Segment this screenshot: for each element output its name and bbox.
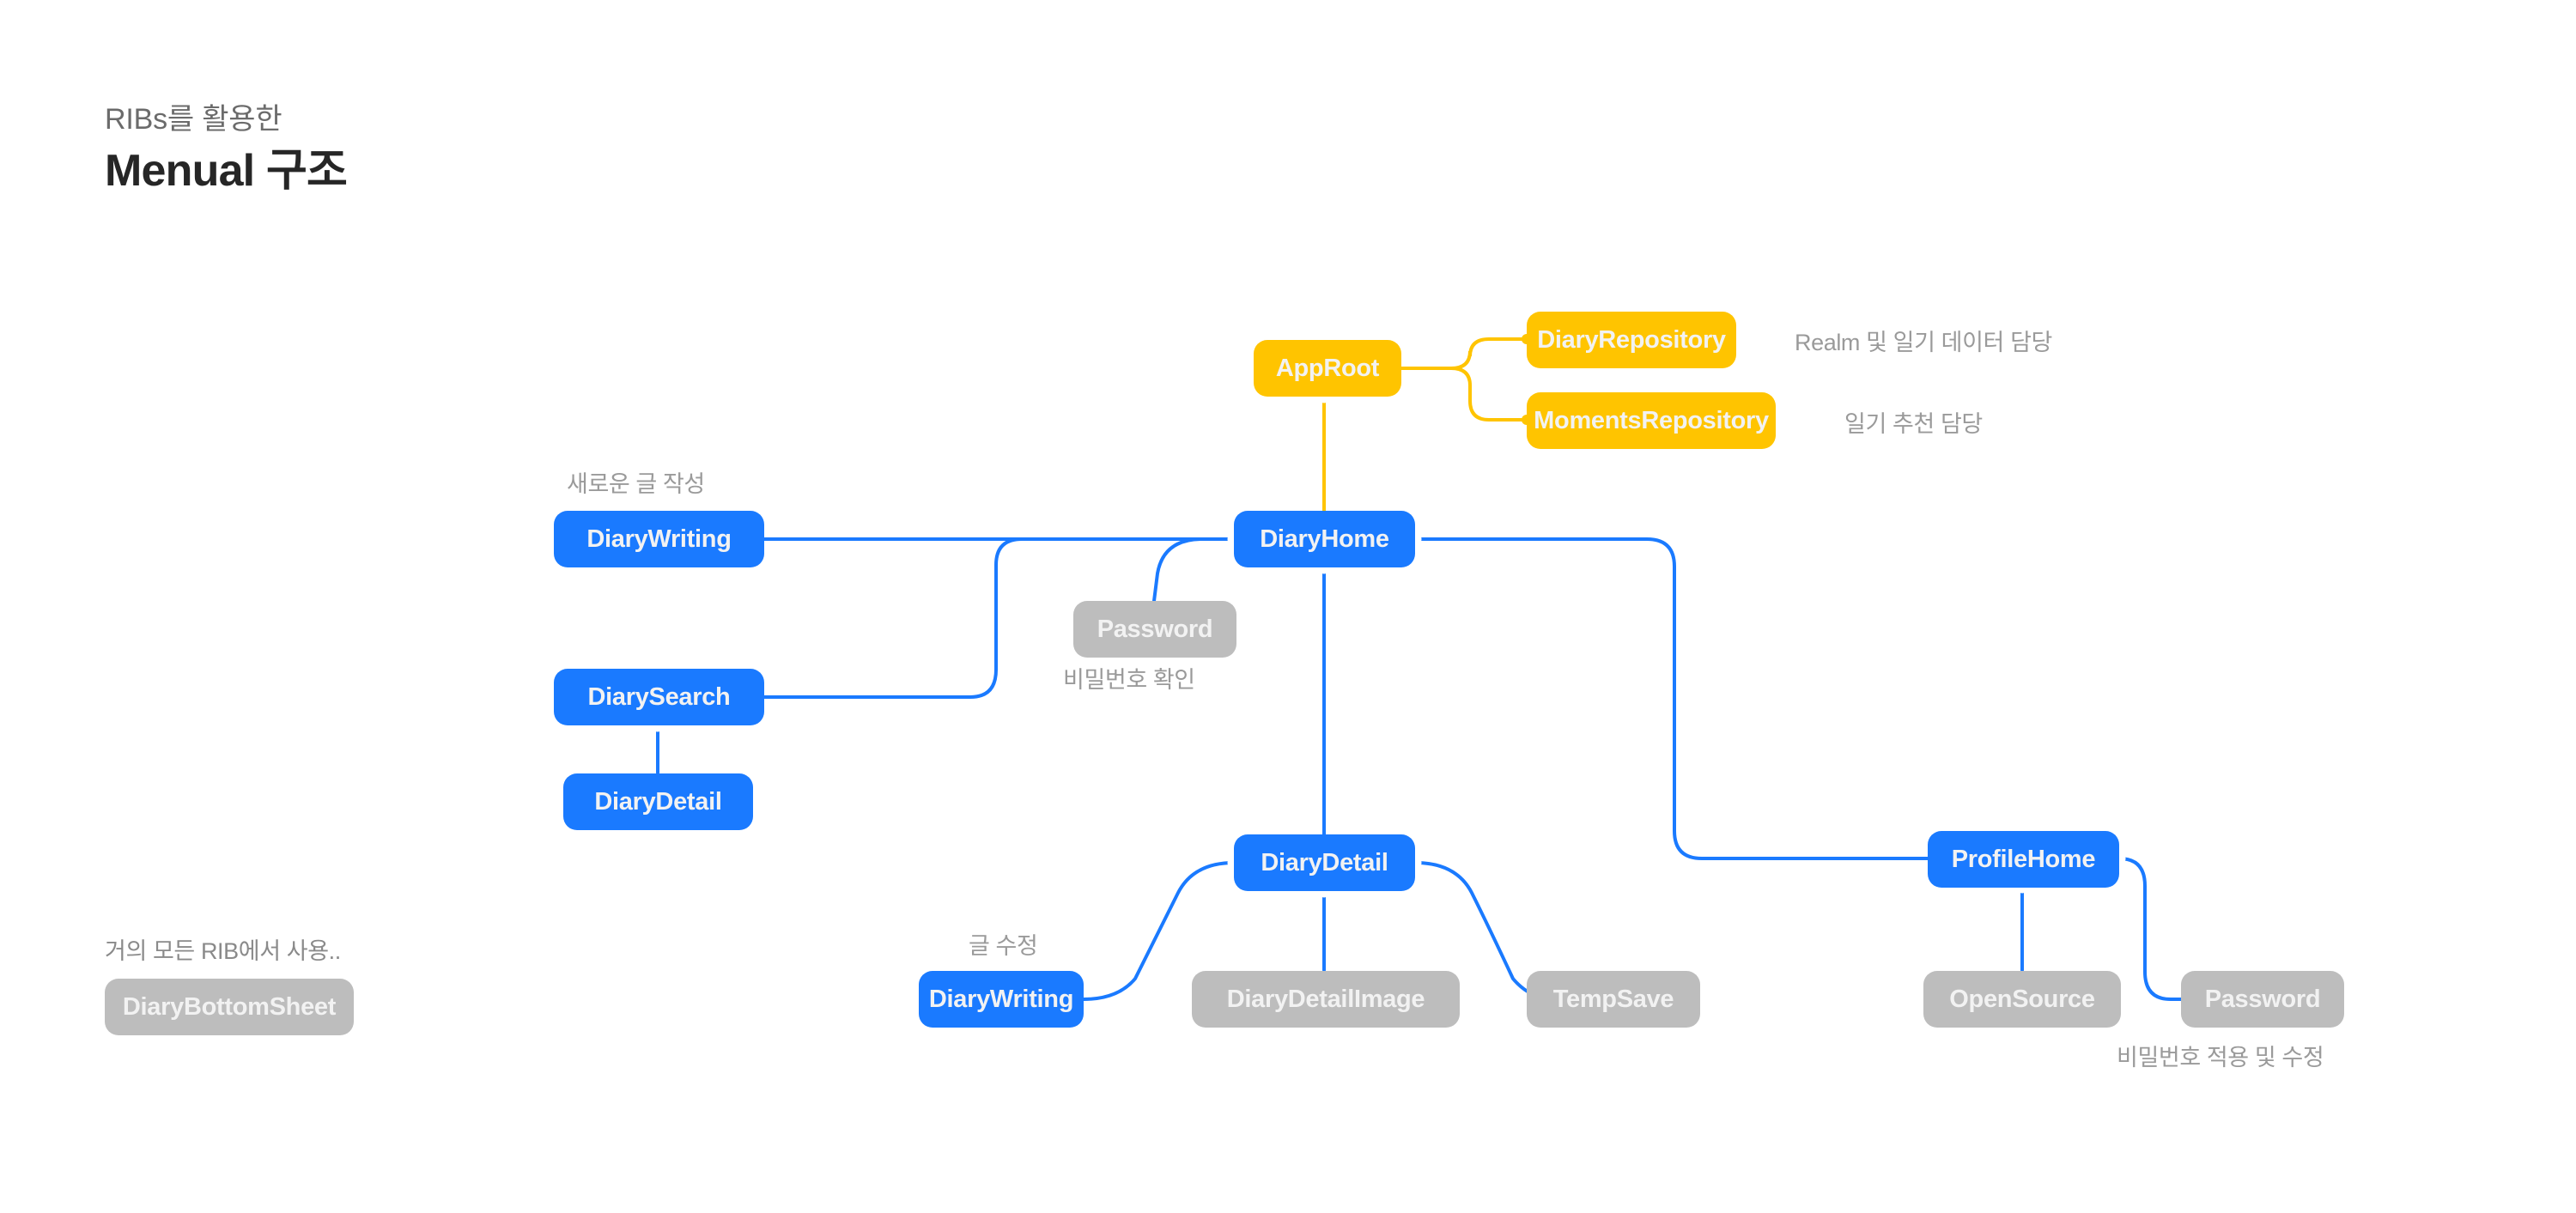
node-label: AppRoot [1275, 354, 1380, 382]
node-moments-repository[interactable]: MomentsRepository [1527, 392, 1776, 449]
node-label: DiaryRepository [1537, 325, 1726, 354]
node-password-home[interactable]: Password [1073, 601, 1236, 658]
node-diary-bottom-sheet[interactable]: DiaryBottomSheet [105, 979, 354, 1035]
node-diary-detail-search[interactable]: DiaryDetail [563, 773, 753, 830]
node-label: DiaryDetail [594, 787, 722, 816]
node-password-profile[interactable]: Password [2181, 971, 2344, 1028]
edge-diaryhome-profilehome [1413, 537, 1929, 860]
node-label: DiaryDetail [1261, 848, 1388, 876]
edge-approot-diaryrepository [1400, 337, 1528, 370]
node-profile-home[interactable]: ProfileHome [1928, 831, 2119, 888]
node-diary-writing-edit[interactable]: DiaryWriting [919, 971, 1084, 1028]
node-label: DiaryHome [1260, 525, 1389, 553]
node-diary-search[interactable]: DiarySearch [554, 669, 764, 725]
annotation-password-home-note: 비밀번호 확인 [1063, 667, 1195, 693]
node-diary-detail[interactable]: DiaryDetail [1234, 834, 1415, 891]
page-subtitle: RIBs를 활용한 [105, 103, 283, 136]
node-label: DiaryWriting [928, 985, 1074, 1013]
node-diary-detail-image[interactable]: DiaryDetailImage [1192, 971, 1460, 1028]
page-header: RIBs를 활용한 Menual 구조 [105, 101, 878, 199]
annotation-password-profile-note: 비밀번호 적용 및 수정 [2117, 1045, 2324, 1070]
edge-profilehome-password [2117, 857, 2183, 1001]
node-label: ProfileHome [1951, 845, 2096, 873]
annotation-moments-repository-note: 일기 추천 담당 [1844, 411, 1983, 437]
node-diary-repository[interactable]: DiaryRepository [1527, 312, 1736, 368]
edge-approot-momentsrepository [1400, 367, 1528, 422]
node-label: MomentsRepository [1534, 406, 1769, 434]
node-label: Password [1097, 615, 1213, 643]
node-label: OpenSource [1949, 985, 2095, 1013]
node-label: DiaryDetailImage [1226, 985, 1425, 1013]
node-diary-home[interactable]: DiaryHome [1234, 511, 1415, 567]
node-app-root[interactable]: AppRoot [1254, 340, 1401, 397]
node-label: TempSave [1552, 985, 1674, 1013]
node-temp-save[interactable]: TempSave [1527, 971, 1700, 1028]
node-label: DiaryBottomSheet [122, 992, 337, 1021]
node-diary-writing-new[interactable]: DiaryWriting [554, 511, 764, 567]
annotation-diary-repository-note: Realm 및 일기 데이터 담당 [1795, 330, 2052, 355]
page-title: Menual 구조 [105, 145, 348, 196]
annotation-diary-writing-new-note: 새로운 글 작성 [567, 471, 705, 497]
node-label: DiarySearch [587, 682, 731, 711]
node-label: Password [2204, 985, 2321, 1013]
edge-diaryhome-password [1152, 537, 1236, 603]
node-open-source[interactable]: OpenSource [1923, 971, 2121, 1028]
node-label: DiaryWriting [586, 525, 732, 553]
annotation-diary-bottom-sheet-note: 거의 모든 RIB에서 사용.. [105, 938, 341, 964]
annotation-diary-writing-edit-note: 글 수정 [969, 933, 1038, 959]
